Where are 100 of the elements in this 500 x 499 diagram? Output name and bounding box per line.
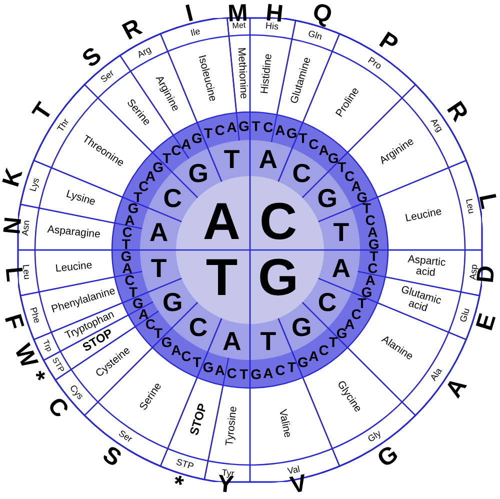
amino-acid-letter: L [474,192,500,211]
amino-acid-name: Leucine [404,206,443,225]
second-base-letter: A [332,255,351,282]
third-base-letter: T [362,201,372,216]
third-base-letter: T [162,151,171,166]
amino-acid-abbreviation: Trp [40,338,54,353]
third-base-letter: G [356,190,368,204]
third-base-letter: A [122,261,132,276]
third-base-letter: T [154,326,162,340]
third-base-letter: G [132,296,144,310]
amino-acid-letter: T [28,98,57,124]
amino-acid-letter: S [98,442,125,472]
third-base-letter: G [152,160,164,174]
third-base-letter: C [308,136,319,151]
amino-acid-letter: P [375,28,402,58]
third-base-letter: C [181,349,192,364]
amino-acid-name: Aspartic acid [406,252,448,282]
second-base-letter: C [292,160,312,186]
third-base-letter: T [134,190,142,204]
second-base-letter: C [318,288,337,315]
amino-acid-name: Isoleucine [196,54,218,103]
amino-acid-letter: R [442,98,472,126]
third-base-letter: A [365,273,376,288]
third-base-letter: T [122,236,130,251]
amino-acid-letter: Q [310,0,335,28]
third-base-letter: T [204,126,212,140]
third-base-letter: A [263,366,274,380]
third-base-letter: G [161,334,172,349]
second-base-letter: G [317,185,338,212]
amino-acid-abbreviation: Gly [366,429,383,444]
second-base-letter: T [224,146,240,172]
third-base-letter: T [328,334,338,349]
amino-acid-letter: A [442,374,472,402]
amino-acid-abbreviation: Ala [429,366,444,383]
amino-acid-letter: E [473,311,500,334]
second-base-letter: T [333,218,350,245]
third-base-letter: G [286,126,298,140]
third-base-letter: T [338,160,346,174]
third-base-letter: T [252,119,260,134]
third-base-letter: A [368,224,378,239]
third-base-letter: T [128,284,138,299]
amino-acid-abbreviation: Asp [468,264,479,280]
amino-acid-name: Methionine [234,47,248,100]
third-base-letter: C [124,273,135,288]
amino-acid-abbreviation: Thr [56,117,71,134]
amino-acid-abbreviation: Arg [136,44,152,60]
third-base-letter: A [214,363,225,378]
amino-acid-letter: F [0,312,27,333]
third-base-letter: C [368,261,378,276]
third-base-letter: C [318,342,329,357]
third-base-letter: A [171,342,182,357]
third-base-letter: T [240,366,248,381]
third-base-letter: A [226,120,237,134]
first-base-letter: A [202,196,240,248]
amino-acid-name: Asparagine [46,224,101,241]
third-base-letter: G [298,355,308,370]
third-base-letter: C [275,363,286,378]
second-base-letter: A [149,218,168,245]
second-base-letter: C [188,314,208,340]
third-base-letter: G [128,201,139,216]
amino-acid-abbreviation: STP [175,458,194,472]
third-base-letter: G [328,151,339,166]
second-base-letter: C [163,185,182,212]
amino-acid-abbreviation: Val [286,464,301,476]
third-base-letter: T [287,360,296,374]
amino-acid-abbreviation: Pro [366,56,384,71]
third-base-letter: A [308,349,319,364]
second-base-letter: G [292,314,312,340]
amino-acid-abbreviation: Leu [464,198,476,214]
amino-acid-abbreviation: Met [232,21,246,30]
amino-acid-abbreviation: Lys [28,176,42,193]
amino-acid-abbreviation: Asn [21,220,32,236]
third-base-letter: A [124,212,135,227]
third-base-letter: A [318,143,329,158]
amino-acid-name: Lysine [64,188,97,208]
amino-acid-abbreviation: His [265,21,279,32]
amino-acid-letter: R [119,16,146,46]
third-base-letter: C [226,366,237,380]
second-base-letter: G [162,288,183,315]
amino-acid-abbreviation: Phe [28,306,42,324]
third-base-letter: G [250,366,262,381]
third-base-letter: G [192,130,202,145]
third-base-letter: C [171,143,182,158]
amino-acid-abbreviation: Arg [429,116,444,134]
third-base-letter: G [368,236,380,251]
third-base-letter: T [370,249,378,264]
amino-acid-letter: I [183,2,196,26]
amino-acid-abbreviation: Ile [190,26,202,38]
amino-acid-name: Histidine [260,53,276,94]
amino-acid-letter: G [374,442,403,472]
third-base-letter: C [344,169,355,184]
third-base-letter: A [181,136,192,151]
second-base-letter: G [188,160,208,186]
third-base-letter: T [298,130,308,145]
third-base-letter: G [120,249,132,264]
first-base-letter: C [259,196,298,248]
amino-acid-abbreviation: Glu [458,307,472,324]
third-base-letter: G [238,119,250,134]
third-base-letter: G [202,360,214,374]
second-base-letter: T [260,328,276,354]
